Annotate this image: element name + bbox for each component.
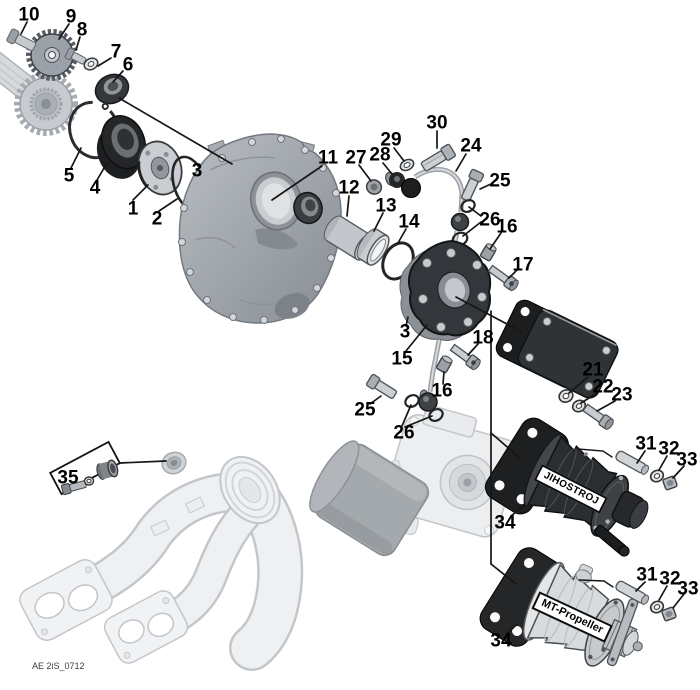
- governor-jihostroj: [484, 417, 678, 557]
- callout-label-35: 35: [57, 467, 79, 489]
- callout-label-12: 12: [338, 177, 360, 199]
- cover-plate: [517, 308, 619, 399]
- banjo-bolt-25-upper: [460, 168, 485, 202]
- manifold-fitting-port: [161, 451, 187, 475]
- bearing-stack: [68, 100, 209, 213]
- banjo-bolt-30: [420, 143, 456, 172]
- callout-label-21: 21: [582, 359, 604, 381]
- bearing-4: [96, 115, 146, 179]
- callout-label-32: 32: [659, 568, 681, 590]
- pin-31: [615, 450, 650, 475]
- callout-label-25: 25: [489, 170, 511, 192]
- callout-label-17: 17: [512, 254, 534, 276]
- ring-13: [356, 228, 390, 266]
- pin-31: [615, 580, 650, 605]
- banjo-eye-upper: [450, 212, 470, 232]
- callout-label-23: 23: [611, 384, 633, 406]
- callout-label-11: 11: [317, 147, 339, 169]
- callout-label-6: 6: [122, 54, 134, 76]
- figure-code: AE 2iS_0712: [32, 661, 85, 671]
- callout-label-28: 28: [369, 144, 391, 166]
- bolt-18: [449, 343, 481, 371]
- callout-label-25: 25: [354, 399, 376, 421]
- bolt-10: [6, 28, 37, 52]
- callout-label-33: 33: [676, 449, 698, 471]
- oil-pump-assembly: [309, 404, 520, 557]
- plug-16: [436, 355, 453, 374]
- banjo-fitting-28: [385, 171, 421, 198]
- callout-label-7: 7: [110, 41, 122, 63]
- drive-gear-train: [0, 28, 130, 136]
- callout-label-22: 22: [592, 376, 614, 398]
- o-ring-26: [460, 198, 476, 214]
- callout-label-9: 9: [65, 6, 77, 28]
- o-ring-26: [428, 407, 444, 423]
- nut-33: [662, 475, 678, 491]
- governor-flange-15: [399, 239, 519, 371]
- bolt-17: [487, 264, 519, 292]
- detail-box-35: [49, 440, 121, 496]
- o-ring-26: [404, 393, 420, 409]
- callout-label-3: 3: [399, 321, 411, 343]
- cover-bore: [249, 171, 303, 231]
- banjo-bolt-25-lower: [365, 373, 398, 399]
- callout-label-10: 10: [18, 4, 40, 26]
- callout-label-32: 32: [658, 438, 680, 460]
- callout-label-13: 13: [375, 195, 397, 217]
- manifold-flange-left: [19, 559, 113, 641]
- callout-label-30: 30: [426, 112, 448, 134]
- bolt-8: [64, 47, 87, 65]
- bolt-23: [582, 403, 614, 430]
- cover-plate-assembly: [495, 299, 619, 430]
- nut-33: [661, 606, 677, 622]
- callout-label-33: 33: [677, 578, 699, 600]
- callout-label-24: 24: [460, 135, 482, 157]
- washer-7: [83, 57, 99, 71]
- washer-29: [399, 158, 415, 172]
- callout-label-31: 31: [636, 564, 658, 586]
- callout-label-26: 26: [479, 209, 501, 231]
- callout-label-29: 29: [380, 129, 402, 151]
- callout-label-3: 3: [191, 160, 203, 182]
- callout-label-5: 5: [63, 165, 75, 187]
- callout-label-8: 8: [76, 19, 88, 41]
- bushing-11: [293, 191, 323, 225]
- oil-line-assembly: [365, 143, 497, 423]
- callout-label-31: 31: [635, 433, 657, 455]
- callout-label-2: 2: [151, 208, 163, 230]
- leader-lines: [20, 21, 685, 635]
- plug-16: [480, 243, 497, 262]
- callout-label-1: 1: [127, 198, 139, 220]
- bearing-6: [94, 73, 130, 105]
- callout-label-18: 18: [472, 327, 494, 349]
- callout-label-16: 16: [431, 380, 453, 402]
- callout-label-14: 14: [398, 211, 420, 233]
- intake-manifold: [19, 451, 304, 671]
- callout-label-26: 26: [393, 422, 415, 444]
- washer-32: [649, 600, 665, 614]
- callout-label-16: 16: [496, 216, 518, 238]
- callout-label-34: 34: [494, 512, 516, 534]
- manifold-inlet-bell: [219, 455, 281, 525]
- plate-1: [137, 140, 183, 196]
- washer-32: [649, 469, 665, 483]
- callout-label-34: 34: [490, 630, 512, 652]
- nut-27: [365, 179, 383, 195]
- callout-label-27: 27: [345, 147, 367, 169]
- callout-label-15: 15: [391, 348, 413, 370]
- fitting-35: [96, 459, 119, 480]
- callout-label-4: 4: [89, 177, 101, 199]
- lower-gear: [14, 72, 78, 136]
- manifold-flange-right: [103, 590, 189, 664]
- oil-filter: [309, 440, 430, 557]
